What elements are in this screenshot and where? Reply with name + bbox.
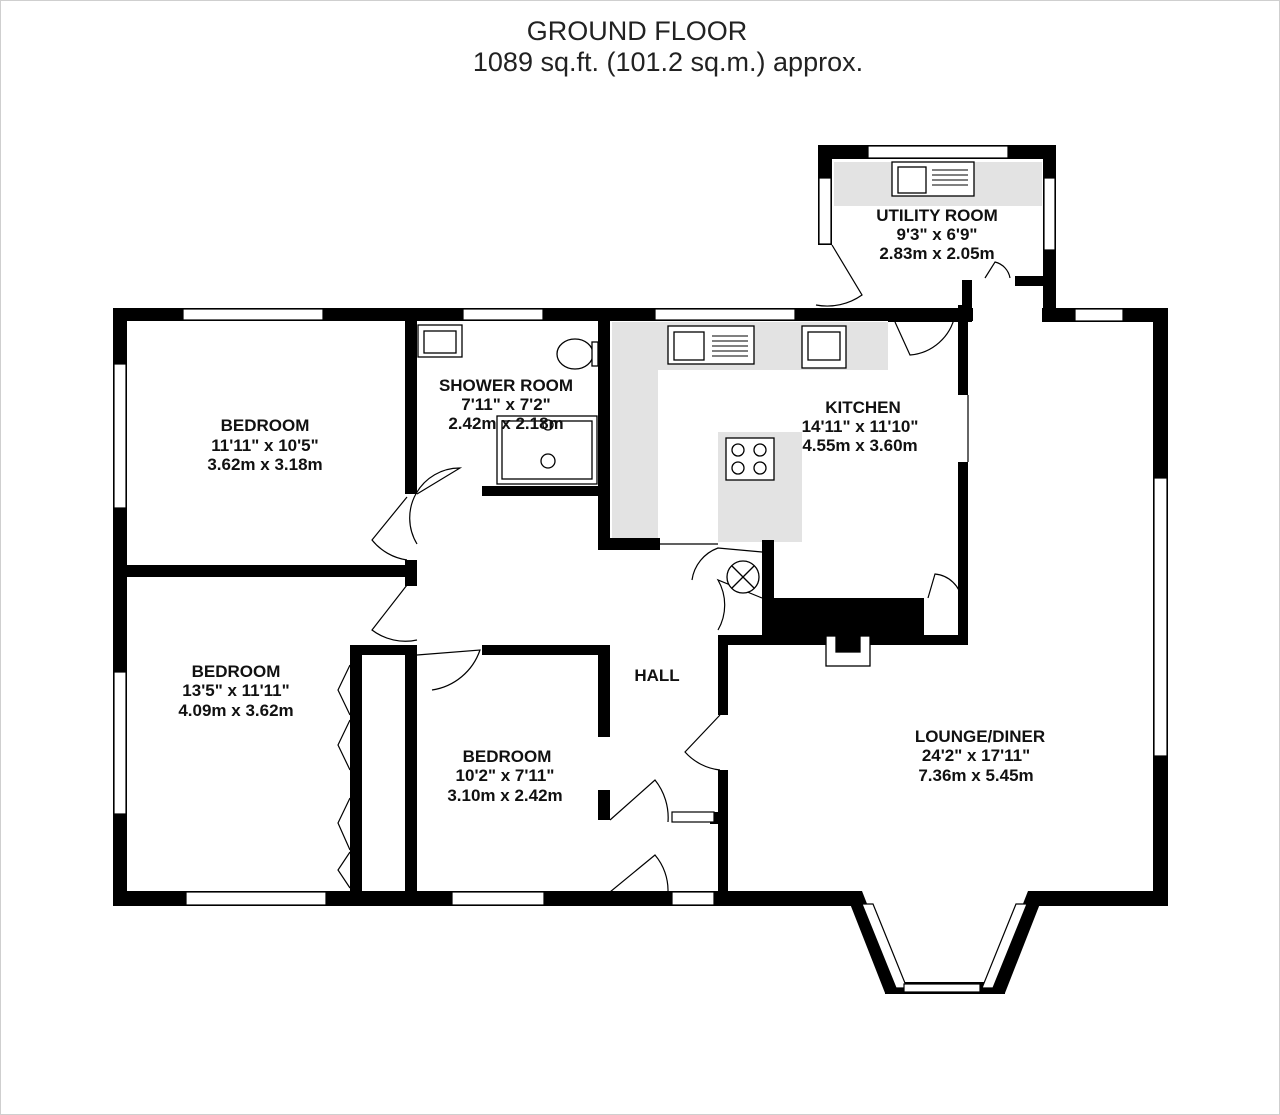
fixtures bbox=[417, 161, 975, 667]
shower-room-imperial: 7'11" x 7'2" bbox=[461, 395, 550, 414]
lounge-diner-metric: 7.36m x 5.45m bbox=[918, 766, 1033, 785]
windows bbox=[113, 145, 1168, 993]
lounge-diner-name: LOUNGE/DINER bbox=[915, 727, 1045, 746]
bedroom-1-imperial: 11'11" x 10'5" bbox=[211, 436, 318, 455]
doors bbox=[371, 244, 1011, 893]
bedroom-3-name: BEDROOM bbox=[463, 747, 552, 766]
lounge-diner-imperial: 24'2" x 17'11" bbox=[922, 746, 1030, 765]
toilet-icon bbox=[556, 338, 594, 370]
bedroom-2-metric: 4.09m x 3.62m bbox=[178, 701, 293, 720]
kitchen-metric: 4.55m x 3.60m bbox=[802, 436, 917, 455]
bedroom-2-name: BEDROOM bbox=[192, 662, 281, 681]
wardrobe-doors bbox=[337, 664, 351, 889]
shower-room-metric: 2.42m x 2.18m bbox=[448, 414, 563, 433]
hall-name: HALL bbox=[634, 666, 679, 685]
shower-room-name: SHOWER ROOM bbox=[439, 376, 573, 395]
utility-room-name: UTILITY ROOM bbox=[876, 206, 998, 225]
bedroom-1-name: BEDROOM bbox=[221, 416, 310, 435]
bedroom-2-imperial: 13'5" x 11'11" bbox=[182, 681, 289, 700]
kitchen-name: KITCHEN bbox=[825, 398, 901, 417]
utility-room-imperial: 9'3" x 6'9" bbox=[897, 225, 978, 244]
floor-title: GROUND FLOOR bbox=[526, 16, 748, 46]
utility-room-metric: 2.83m x 2.05m bbox=[879, 244, 994, 263]
bedroom-3-metric: 3.10m x 2.42m bbox=[447, 786, 562, 805]
bedroom-3-imperial: 10'2" x 7'11" bbox=[456, 766, 555, 785]
floor-area: 1089 sq.ft. (101.2 sq.m.) approx. bbox=[472, 47, 864, 77]
hob-icon bbox=[725, 437, 775, 481]
kitchen-imperial: 14'11" x 11'10" bbox=[802, 417, 919, 436]
bedroom-1-metric: 3.62m x 3.18m bbox=[207, 455, 322, 474]
room-labels: BEDROOM 11'11" x 10'5" 3.62m x 3.18m SHO… bbox=[178, 206, 1045, 805]
